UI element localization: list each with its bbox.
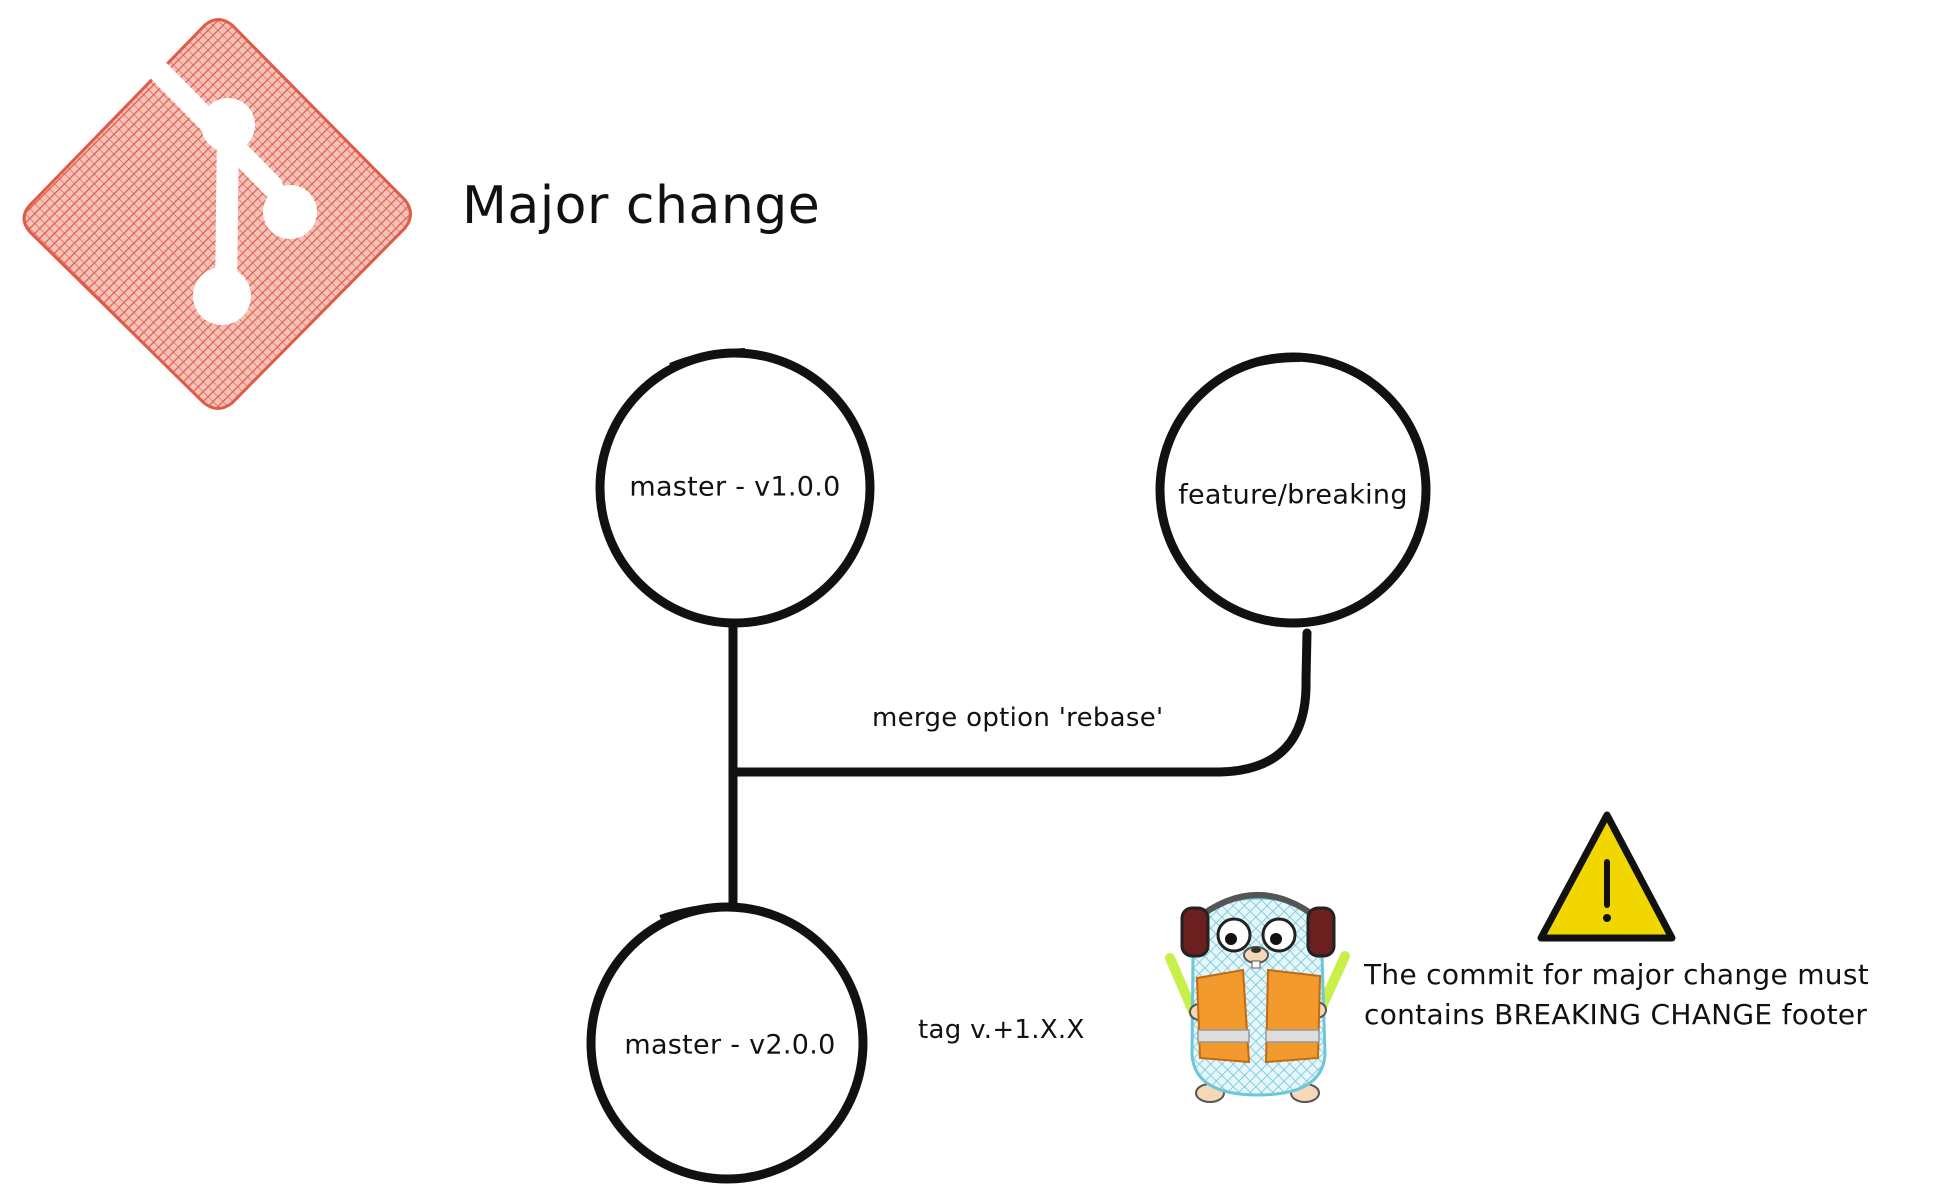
edges xyxy=(728,622,1312,910)
node-feature-circle xyxy=(1155,352,1431,628)
nodes xyxy=(586,348,1431,1184)
warning-icon xyxy=(1537,811,1676,942)
warning-text-line-2: contains BREAKING CHANGE footer xyxy=(1364,998,1868,1031)
page-title: Major change xyxy=(462,176,821,236)
gopher-mascot-icon xyxy=(1165,892,1350,1103)
node-master-v1-circle xyxy=(595,348,875,628)
node-label-master-v1: master - v1.0.0 xyxy=(629,471,841,503)
edge-feature-merge xyxy=(728,628,1312,777)
node-label-feature: feature/breaking xyxy=(1178,479,1408,511)
tag-label: tag v.+1.X.X xyxy=(918,1015,1085,1045)
node-label-master-v2: master - v2.0.0 xyxy=(624,1029,836,1061)
warning-text: The commit for major change must contain… xyxy=(1364,955,1869,1035)
git-logo-icon xyxy=(22,18,412,410)
merge-option-label: merge option 'rebase' xyxy=(872,703,1164,733)
warning-text-line-1: The commit for major change must xyxy=(1364,958,1869,991)
